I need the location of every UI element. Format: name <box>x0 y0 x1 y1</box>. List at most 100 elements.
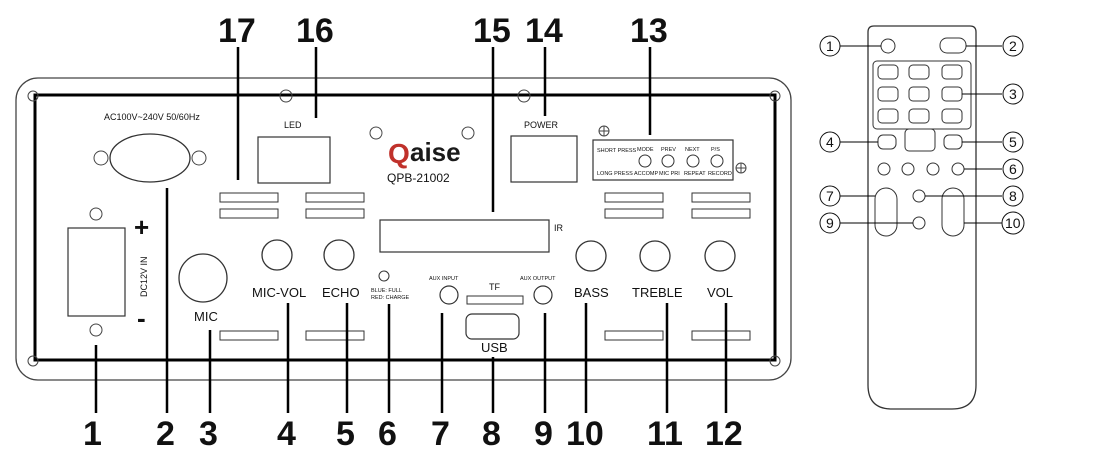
vent-slot <box>691 330 751 341</box>
vol-knob <box>704 240 736 272</box>
remote-center-key <box>904 128 936 152</box>
remote-button-2 <box>939 37 967 54</box>
remote-leaders <box>840 45 1002 224</box>
remote-callout-circle <box>1002 131 1024 153</box>
ac-input-socket: AC100V~240V 50/60Hz <box>93 112 207 183</box>
vent-slot <box>604 208 664 219</box>
prev-button <box>661 154 675 168</box>
remote-button-1 <box>880 38 896 54</box>
vent-slot <box>305 208 365 219</box>
remote-callout-1: 1 <box>826 38 834 54</box>
remote-button-7 <box>874 187 898 237</box>
vent-slot <box>604 330 664 341</box>
keypad-key <box>908 108 930 124</box>
callout-17: 17 <box>218 12 256 50</box>
mic-jack <box>178 253 228 303</box>
callout-15: 15 <box>473 12 511 50</box>
callout-3: 3 <box>199 415 218 453</box>
remote-callouts: 1 2 3 4 5 6 7 8 9 10 <box>819 35 1025 235</box>
remote-button-8 <box>912 189 926 203</box>
vent-slot <box>219 330 279 341</box>
remote-callout-circle <box>1002 185 1024 207</box>
remote-callout-6: 6 <box>1009 161 1017 177</box>
keypad-key <box>877 86 899 102</box>
ir-window-frame <box>379 219 550 253</box>
treble-label: TREBLE <box>632 285 683 300</box>
aux-output-jack <box>533 285 553 305</box>
callout-16: 16 <box>296 12 334 50</box>
remote-button-6 <box>877 162 891 176</box>
callout-13: 13 <box>630 12 668 50</box>
power-label: POWER <box>524 120 559 130</box>
remote-button-9 <box>912 216 926 230</box>
status-led-line1: BLUE: FULL <box>371 288 402 294</box>
dc-minus-sign: - <box>137 303 146 333</box>
dc-plate-screw <box>89 323 103 337</box>
corner-screw <box>769 90 781 102</box>
callout-7: 7 <box>431 415 450 453</box>
led-label: LED <box>284 120 302 130</box>
remote-callout-4: 4 <box>826 134 834 150</box>
mode-button <box>638 154 652 168</box>
remote-button-10 <box>941 187 965 237</box>
remote-callout-circle <box>1001 211 1025 235</box>
remote-callout-5: 5 <box>1009 134 1017 150</box>
power-switch-body <box>510 135 578 183</box>
power-switch: POWER <box>510 89 578 183</box>
mode-label: MODE <box>637 147 654 153</box>
vol-label: VOL <box>707 285 733 300</box>
ps-button <box>710 154 724 168</box>
vent-group-right <box>604 192 751 219</box>
vent-slot <box>219 192 279 203</box>
remote-callout-circle <box>819 35 841 57</box>
mic-label: MIC <box>194 309 218 324</box>
callout-11: 11 <box>647 415 683 453</box>
keypad-key <box>877 64 899 80</box>
callout-14: 14 <box>525 12 563 50</box>
callout-leaders <box>94 47 728 413</box>
ir-window: IR <box>379 219 564 253</box>
vent-slot <box>691 192 751 203</box>
prev-label: PREV <box>661 147 676 153</box>
record-label: RECORD <box>708 171 732 177</box>
remote-callout-circle <box>819 212 841 234</box>
remote-button-6 <box>926 162 940 176</box>
echo-knob <box>323 239 355 271</box>
remote-callout-circle <box>819 131 841 153</box>
vent-slot <box>305 192 365 203</box>
callout-5: 5 <box>336 415 355 453</box>
callout-2: 2 <box>156 415 175 453</box>
keypad-key <box>908 64 930 80</box>
lower-controls: MIC MIC-VOL ECHO BLUE: FULL RED: CHARGE … <box>178 239 751 355</box>
status-led <box>378 270 390 282</box>
callout-12: 12 <box>705 415 743 453</box>
led-screw <box>279 89 293 103</box>
next-label: NEXT <box>685 147 700 153</box>
remote-callout-circle <box>819 185 841 207</box>
brand-logo: Q aise QPB-21002 <box>369 126 475 185</box>
aux-output-label: AUX OUTPUT <box>520 276 556 282</box>
keypad-key <box>941 64 963 80</box>
led-display: LED <box>257 89 331 184</box>
corner-screw <box>769 355 781 367</box>
ac-socket-body <box>109 133 191 183</box>
callout-1: 1 <box>83 415 102 453</box>
callout-9: 9 <box>534 415 553 453</box>
keypad-key <box>908 86 930 102</box>
dc-input: + - DC12V IN <box>67 207 149 337</box>
vent-group-left <box>219 192 365 219</box>
vent-slot <box>691 208 751 219</box>
ac-input-label: AC100V~240V 50/60Hz <box>104 112 200 122</box>
remote-button-5 <box>943 134 963 150</box>
ac-socket-screw <box>93 150 109 166</box>
brand-screw <box>369 126 383 140</box>
control-button-box: SHORT PRESS LONG PRESS MODE PREV NEXT P/… <box>592 125 747 181</box>
remote-keypad <box>877 64 963 124</box>
remote-callout-10: 10 <box>1005 215 1021 231</box>
remote-callout-circle <box>1002 35 1024 57</box>
brand-q: Q <box>388 138 410 169</box>
usb-label: USB <box>481 340 508 355</box>
keypad-key <box>941 108 963 124</box>
tf-slot <box>466 295 524 305</box>
